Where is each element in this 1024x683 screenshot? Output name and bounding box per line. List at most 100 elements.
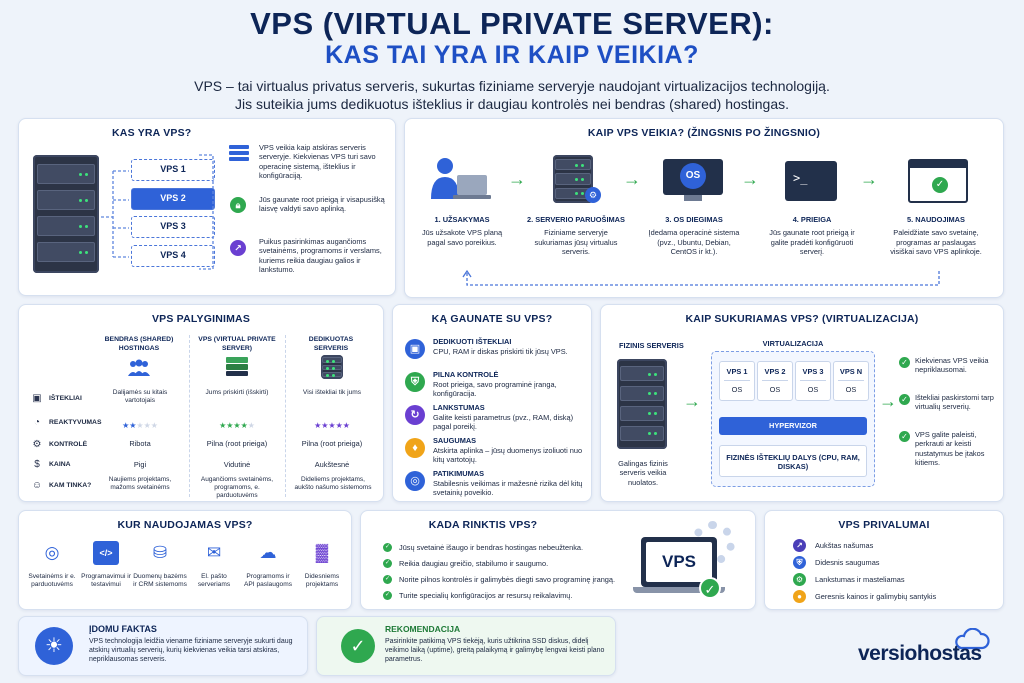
users-group-icon [127, 359, 151, 377]
rating-star: ★ [122, 421, 130, 430]
divider-1 [189, 335, 190, 497]
page-subtitle-title: KAS TAI YRA IR KAIP VEIKIA? [325, 41, 699, 69]
flame-icon: ♦ [405, 438, 425, 458]
step-3: 3. OS DIEGIMAS Įdedama operacinė sistema… [639, 215, 749, 257]
row-resources-label: IŠTEKLIAI [49, 395, 82, 402]
when-check-icon: ✓ [383, 575, 392, 584]
where-item-label: Programavimui ir testavimui [81, 573, 131, 589]
recommendation-text: Pasirinkite patikimą VPS tiekėją, kuris … [385, 638, 605, 663]
vps-box-2: VPS 2 [131, 188, 215, 210]
dedicated-control: Pilna (root prieiga) [301, 439, 363, 448]
loop-arrow [462, 269, 940, 286]
hypervisor-bar: HYPERVIZOR [719, 417, 867, 435]
shared-suits: Naujiems projektams, mažoms svetainėms [108, 476, 172, 491]
what-is-point-3: Puikus pasirinkimas augančioms svetainėm… [259, 237, 382, 275]
step-4-text: Jūs gaunate root prieigą ir galite pradė… [769, 228, 855, 257]
note-check-2: ✓ [899, 394, 910, 405]
step-arrow-2: → [623, 169, 641, 189]
vps-box-4: VPS 4 [131, 245, 215, 267]
virtualization-card: KAIP SUKURIAMAS VPS? (VIRTUALIZACIJA) FI… [600, 304, 1004, 502]
intro-line-2: Jis suteikia jums dedikuotus išteklius i… [234, 96, 790, 112]
lightbulb-icon: ☀ [35, 627, 73, 665]
page-title: VPS (VIRTUAL PRIVATE SERVER): [250, 6, 774, 41]
step-3-text: Įdedama operacinė sistema (pvz., Ubuntu,… [648, 228, 740, 257]
users-icon: ☺ [31, 480, 43, 491]
chart-icon: ↗ [230, 240, 246, 256]
vps-suits: Augančioms svetainėms, programoms, e. pa… [200, 476, 274, 499]
what-is-vps-card: KAS YRA VPS? VPS 1 VPS 2 VPS 3 VPS 4 VPS… [18, 118, 396, 296]
note-check-1: ✓ [899, 357, 910, 368]
get-item-title: PILNA KONTROLĖ [433, 370, 499, 379]
advantage-item: Aukštas našumas [815, 541, 874, 550]
shared-rating: ★★★★★ [105, 415, 175, 433]
get-item-title: LANKSTUMAS [433, 403, 485, 412]
when-choose-title: KADA RINKTIS VPS? [428, 519, 538, 531]
rating-star: ★ [314, 421, 322, 430]
comparison-title: VPS PALYGINIMAS [151, 313, 251, 325]
rating-star: ★ [226, 421, 234, 430]
gear-icon: ⚙ [32, 439, 42, 450]
step-4-title: 4. PRIEIGA [792, 215, 832, 224]
shared-control: Ribota [129, 439, 151, 448]
when-item: Turite specialių konfigūracijos ar resur… [399, 591, 573, 600]
intro-line-1: VPS – tai virtualus privatus serveris, s… [194, 78, 830, 94]
rating-star: ★ [143, 421, 151, 430]
brand-name: versiohostas [858, 642, 982, 665]
rating-star: ★ [150, 421, 158, 430]
laptop-vps-label: VPS [646, 542, 712, 582]
row-control-label: KONTROLĖ [49, 441, 88, 448]
laptop-vps-image: VPS ✓ [633, 537, 725, 601]
step-arrow-3: → [741, 169, 759, 189]
resources-box: FIZINĖS IŠTEKLIŲ DALYS (CPU, RAM, DISKAS… [719, 445, 867, 477]
advantages-card: VPS PRIVALUMAI ↗Aukštas našumas⛨Didesnis… [764, 510, 1004, 610]
vm-label: VPS 2 [764, 367, 786, 376]
when-check-icon: ✓ [383, 559, 392, 568]
rating-star: ★ [335, 421, 343, 430]
advantage-item: Geresnis kainos ir galimybių santykis [815, 592, 937, 601]
step-arrow-1: → [508, 169, 526, 189]
comparison-card: VPS PALYGINIMAS BENDRAS (SHARED) HOSTING… [18, 304, 384, 502]
vm-divider [800, 380, 826, 382]
get-item-text: Atskirta aplinka – jūsų duomenys izoliuo… [433, 446, 583, 465]
virt-note-3: VPS galite paleisti, perkrauti ar keisti… [915, 430, 985, 468]
advantage-item: Lankstumas ir masteliamas [815, 575, 905, 584]
note-check-3: ✓ [899, 431, 910, 442]
get-item-title: PATIKIMUMAS [433, 469, 485, 478]
vps-price: Vidutinė [223, 460, 251, 469]
step-1: 1. UŽSAKYMAS Jūs užsakote VPS planą paga… [407, 215, 517, 247]
recommendation-card: ✓ REKOMENDACIJA Pasirinkite patikimą VPS… [316, 616, 616, 676]
database-icon: ⛁ [152, 543, 168, 562]
vm-label: VPS N [839, 367, 863, 376]
rating-star: ★ [240, 421, 248, 430]
brand-logo: versiohostas [858, 628, 998, 668]
lock-icon: 🔒︎ [230, 197, 246, 213]
how-works-title: KAIP VPS VEIKIA? (ŽINGSNIS PO ŽINGSNIO) [587, 127, 821, 139]
when-check-icon: ✓ [383, 591, 392, 600]
vm-label: VPS 1 [726, 367, 748, 376]
vps-box-3: VPS 3 [131, 216, 215, 238]
physical-server-label: FIZINIS SERVERIS [619, 341, 684, 350]
row-price-label: KAINA [49, 461, 71, 468]
rating-star: ★ [233, 421, 241, 430]
where-used-card: KUR NAUDOJAMAS VPS? ◎Svetainėms ir e. pa… [18, 510, 352, 610]
browser-check-icon: ✓ [908, 159, 968, 203]
virt-note-2: Ištekliai paskirstomi tarp virtualių ser… [915, 393, 994, 412]
rating-star: ★ [136, 421, 144, 430]
when-check-icon: ✓ [383, 543, 392, 552]
get-item-text: CPU, RAM ir diskas priskirti tik jūsų VP… [433, 347, 568, 356]
step-4: 4. PRIEIGA Jūs gaunate root prieigą ir g… [757, 215, 867, 257]
user-laptop-icon [431, 158, 491, 199]
col-dedicated-name: DEDIKUOTAS SERVERIS [308, 336, 354, 353]
row-suits-label: KAM TINKA? [49, 482, 92, 489]
badge-check-icon: ✓ [341, 629, 375, 663]
where-used-title: KUR NAUDOJAMAS VPS? [117, 519, 253, 531]
virtualization-title: KAIP SUKURIAMAS VPS? (VIRTUALIZACIJA) [685, 313, 919, 325]
vm-os-label: OS [731, 385, 743, 395]
what-is-point-2: Jūs gaunate root prieigą ir visapusišką … [259, 195, 385, 214]
fun-fact-title: ĮDOMU FAKTAS [89, 624, 157, 634]
vps-stack-icon [226, 357, 248, 377]
physical-server-caption: Galingas fizinis serveris veikia nuolato… [618, 459, 668, 487]
col-vps-name: VPS (VIRTUAL PRIVATE SERVER) [198, 336, 276, 353]
where-item-label: Duomenų bazėms ir CRM sistemoms [133, 573, 187, 589]
